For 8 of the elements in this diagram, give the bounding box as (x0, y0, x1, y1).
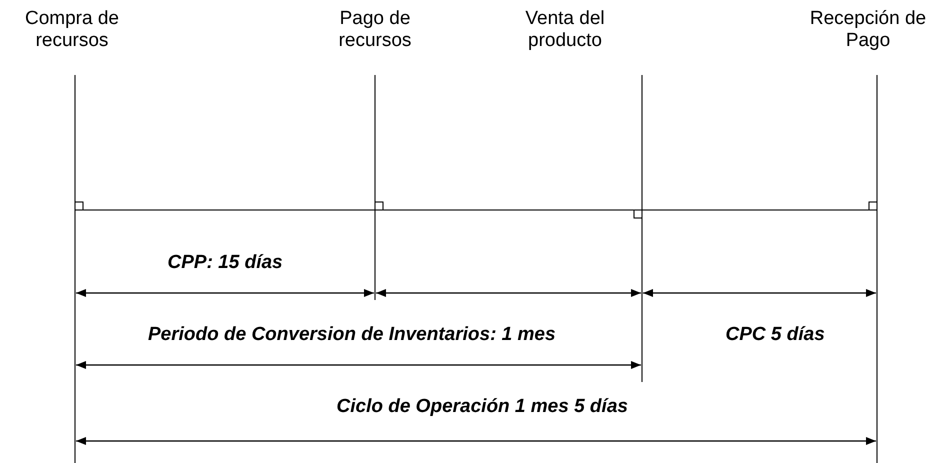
event-label: Compra de recursos (24, 8, 120, 52)
event-label: Recepción de Pago (808, 8, 927, 52)
dimension-label: CPC 5 días (726, 324, 825, 346)
dimension-label: Periodo de Conversion de Inventarios: 1 mes (148, 324, 556, 346)
event-label: Venta del producto (524, 8, 606, 52)
event-label: Pago de recursos (338, 8, 412, 52)
dimension-label: CPP: 15 días (168, 252, 283, 274)
dimension-label: Ciclo de Operación 1 mes 5 días (336, 396, 628, 418)
